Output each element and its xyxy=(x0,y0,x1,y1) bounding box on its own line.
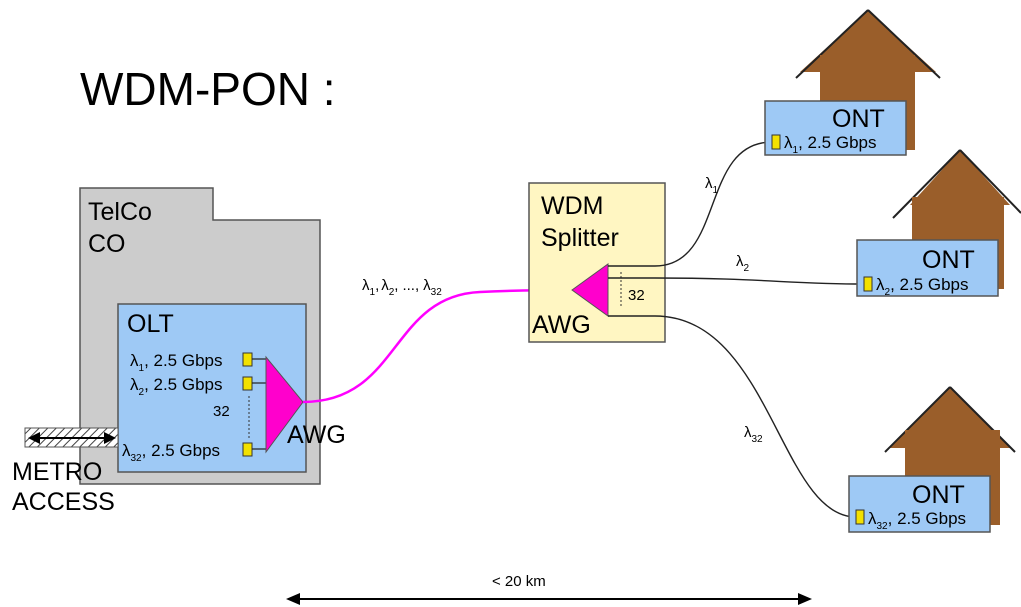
olt-box: OLT λ1, 2.5 Gbps λ2, 2.5 Gbps λ32, 2.5 G… xyxy=(117,303,307,473)
olt-port-2 xyxy=(242,376,253,391)
ont-box-32: ONT λ32, 2.5 Gbps xyxy=(848,475,991,533)
olt-channel-count: 32 xyxy=(213,403,230,420)
olt-channel-32: λ32, 2.5 Gbps xyxy=(122,441,220,464)
ont-box-2: ONT λ2, 2.5 Gbps xyxy=(856,239,999,298)
ont-channel-1: λ1, 2.5 Gbps xyxy=(784,133,877,156)
ont-box-1: ONT λ1, 2.5 Gbps xyxy=(764,100,907,156)
olt-label: OLT xyxy=(127,310,174,338)
metro-access-link: METRO ACCESS xyxy=(12,427,119,516)
ont-label-2: ONT xyxy=(922,246,975,274)
olt-awg-triangle xyxy=(265,355,304,454)
metro-label: METRO xyxy=(12,458,102,486)
olt-channel-1: λ1, 2.5 Gbps xyxy=(130,351,223,374)
drop-label-32: λ32 xyxy=(744,424,763,445)
distance-label: < 20 km xyxy=(492,573,546,590)
olt-channel-2: λ2, 2.5 Gbps xyxy=(130,375,223,398)
splitter-awg-label: AWG xyxy=(532,311,591,339)
ont-channel-32: λ32, 2.5 Gbps xyxy=(868,509,966,532)
ont-port-32 xyxy=(855,509,865,525)
splitter-line2: Splitter xyxy=(541,224,619,252)
co-label: CO xyxy=(88,230,126,258)
splitter-awg-triangle xyxy=(571,263,609,317)
drop-fiber-1 xyxy=(608,141,773,267)
telco-label: TelCo xyxy=(88,198,152,226)
splitter-line1: WDM xyxy=(541,192,603,220)
ont-channel-2: λ2, 2.5 Gbps xyxy=(876,275,969,298)
drop-fiber-2 xyxy=(608,277,865,285)
wdm-splitter-box: WDM Splitter 32 AWG xyxy=(528,182,666,343)
diagram-title: WDM-PON : xyxy=(80,63,336,115)
ont-label-1: ONT xyxy=(832,105,885,133)
ont-label-32: ONT xyxy=(912,481,965,509)
olt-awg-label: AWG xyxy=(287,421,346,449)
olt-port-1 xyxy=(242,352,253,367)
olt-port-32 xyxy=(242,442,253,457)
ont-port-1 xyxy=(771,134,781,150)
drop-label-1: λ1 xyxy=(705,175,719,196)
trunk-wavelength-label: λ1,λ2,...,λ32 xyxy=(362,277,442,298)
access-label: ACCESS xyxy=(12,488,115,516)
drop-fiber-32 xyxy=(608,315,857,518)
splitter-count: 32 xyxy=(628,287,645,304)
distance-arrow: < 20 km xyxy=(286,573,812,605)
drop-label-2: λ2 xyxy=(736,253,750,274)
ont-port-2 xyxy=(863,276,873,292)
